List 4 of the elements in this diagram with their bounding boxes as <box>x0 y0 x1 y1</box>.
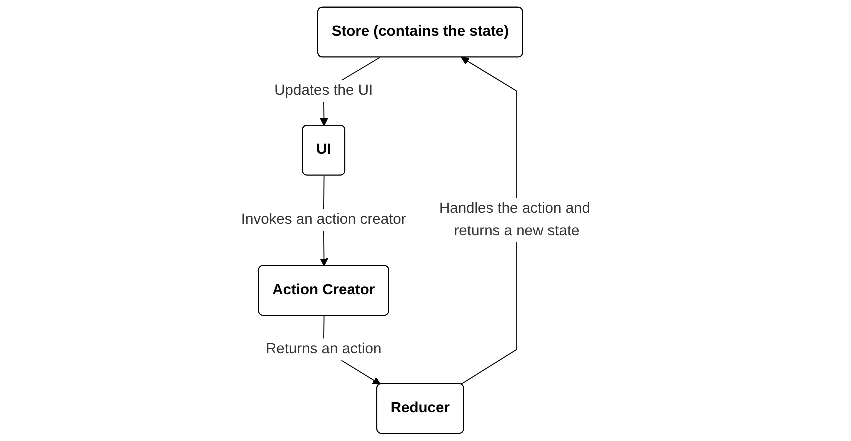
edge-label: Handles the action and returns a new state <box>440 201 591 239</box>
edge-label: Returns an action <box>266 341 382 358</box>
edge-label: Updates the UI <box>274 83 374 99</box>
edge-label: Invokes an action creator <box>242 212 406 228</box>
